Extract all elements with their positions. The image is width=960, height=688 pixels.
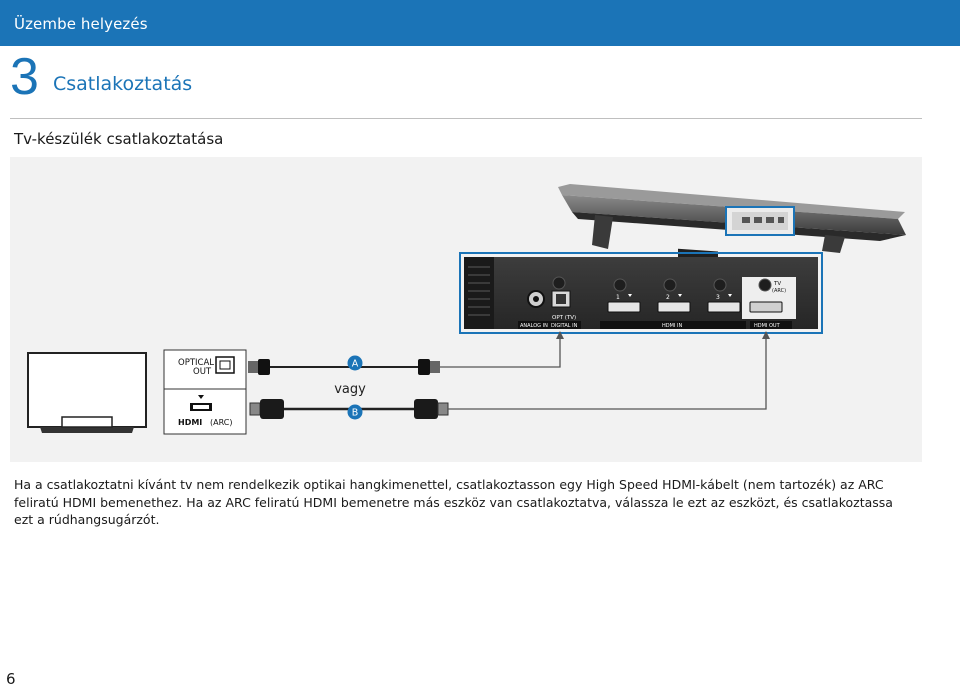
connection-arrows — [556, 331, 770, 339]
section-header-bar: Üzembe helyezés — [0, 0, 960, 46]
connection-figure: OPT (TV) 1 2 3 TV (ARC) ANALOG IN DIGITA… — [10, 157, 922, 462]
arc-label: (ARC) — [210, 418, 232, 427]
or-text: vagy — [334, 382, 366, 397]
body-paragraph: Ha a csatlakoztatni kívánt tv nem rendel… — [14, 477, 893, 527]
cable-a-letter: A — [352, 359, 359, 370]
cable-b-hdmi — [249, 399, 449, 419]
hdmi-in-2-label: 2 — [666, 294, 670, 301]
step-number: 3 — [10, 48, 39, 106]
cable-a-marker: A — [347, 355, 363, 371]
page-number: 6 — [6, 670, 16, 688]
connection-lines — [440, 333, 767, 410]
hdmi-in-3-label: 3 — [716, 294, 720, 301]
soundbar-illustration — [558, 184, 906, 270]
analog-in-label: ANALOG IN — [520, 323, 548, 329]
soundbar-rear-panel: OPT (TV) 1 2 3 TV (ARC) ANALOG IN DIGITA… — [459, 252, 823, 334]
cable-a-optical — [248, 359, 440, 375]
digital-in-label: DIGITAL IN — [551, 323, 578, 329]
hdmi-logo-text: HDMI — [178, 418, 202, 427]
tv-arc-label-top: TV — [773, 281, 781, 287]
subsection-title: Tv-készülék csatlakoztatása — [14, 130, 224, 148]
tv-ports-box: OPTICAL OUT HDMI (ARC) — [163, 349, 247, 435]
tv-arc-label-bottom: (ARC) — [772, 288, 786, 294]
cable-b-marker: B — [347, 404, 363, 420]
section-title: Üzembe helyezés — [14, 15, 148, 33]
cable-b-letter: B — [352, 408, 359, 419]
tv-illustration — [27, 352, 147, 433]
hdmi-out-label: HDMI OUT — [754, 323, 781, 329]
step-title: Csatlakoztatás — [53, 73, 193, 95]
opt-tv-label: OPT (TV) — [552, 315, 576, 321]
optical-label-bottom: OUT — [193, 367, 212, 377]
hdmi-in-label: HDMI IN — [662, 323, 682, 329]
optical-label-top: OPTICAL — [178, 358, 214, 368]
connection-diagram: OPT (TV) 1 2 3 TV (ARC) ANALOG IN DIGITA… — [27, 184, 906, 435]
divider-top — [10, 118, 922, 119]
hdmi-in-1-label: 1 — [616, 294, 620, 301]
